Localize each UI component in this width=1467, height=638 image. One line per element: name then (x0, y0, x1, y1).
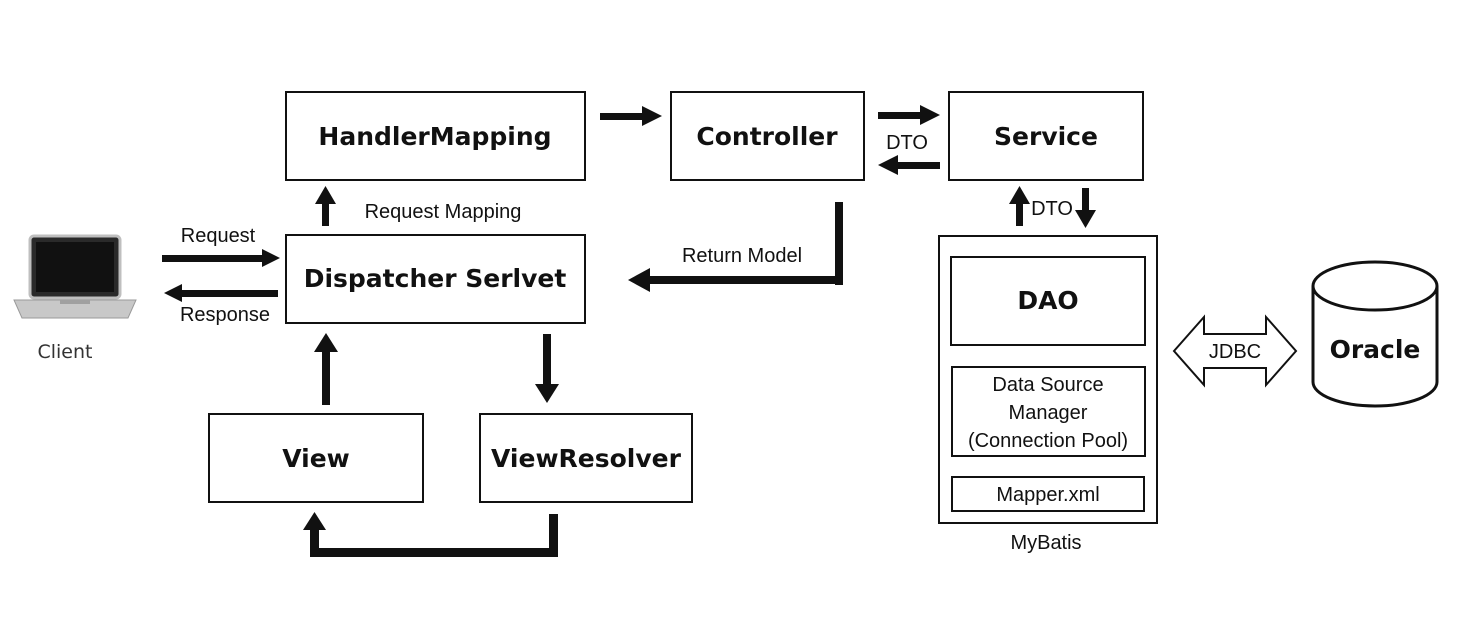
dispatcher-to-handlermapping-arrow (315, 186, 336, 226)
data-source-line3: (Connection Pool) (968, 430, 1128, 452)
laptop-icon (13, 234, 137, 319)
oracle-database-icon (1311, 260, 1439, 408)
handler-mapping-title: HandlerMapping (318, 122, 551, 151)
jdbc-double-arrow (1172, 314, 1298, 388)
service-to-controller-arrow (878, 155, 940, 175)
request-mapping-label: Request Mapping (365, 201, 522, 223)
data-source-line2: Manager (1009, 402, 1088, 424)
controller-box: Controller (670, 91, 865, 181)
mapper-box (951, 476, 1145, 512)
view-resolver-title: ViewResolver (491, 444, 682, 473)
data-source-line1: Data Source (992, 374, 1103, 396)
response-label: Response (180, 304, 270, 326)
oracle-title: Oracle (1330, 335, 1421, 364)
controller-to-service-arrow (878, 105, 940, 125)
view-to-dispatcher-arrow (314, 333, 338, 405)
jdbc-label: JDBC (1209, 341, 1261, 363)
dispatcher-to-viewresolver-arrow (535, 334, 559, 403)
mybatis-label: MyBatis (1010, 532, 1081, 554)
dto-label-service-dao: DTO (1031, 198, 1073, 220)
client-label: Client (37, 341, 92, 363)
viewresolver-to-view-arrow (303, 512, 558, 557)
dao-title: DAO (1017, 286, 1078, 315)
dao-to-service-arrow (1009, 186, 1030, 226)
service-title: Service (994, 122, 1098, 151)
view-title: View (282, 444, 350, 473)
handler-mapping-box: HandlerMapping (285, 91, 586, 181)
data-source-box (951, 366, 1146, 457)
mybatis-container: DAO Data Source Manager (Connection Pool… (938, 235, 1158, 524)
return-model-arrow (628, 202, 843, 292)
dao-box (950, 256, 1146, 346)
dto-label-controller-service: DTO (886, 132, 928, 154)
dispatcher-servlet-box: Dispatcher Serlvet (285, 234, 586, 324)
handlermapping-to-controller-arrow (600, 106, 662, 126)
return-model-label: Return Model (682, 245, 802, 267)
view-box: View (208, 413, 424, 503)
response-arrow (164, 284, 278, 302)
dispatcher-servlet-title: Dispatcher Serlvet (304, 264, 567, 293)
request-arrow (162, 249, 280, 267)
view-resolver-box: ViewResolver (479, 413, 693, 503)
service-to-dao-arrow (1075, 188, 1096, 228)
service-box: Service (948, 91, 1144, 181)
mapper-label: Mapper.xml (996, 484, 1099, 506)
controller-title: Controller (696, 122, 838, 151)
request-label: Request (181, 225, 256, 247)
